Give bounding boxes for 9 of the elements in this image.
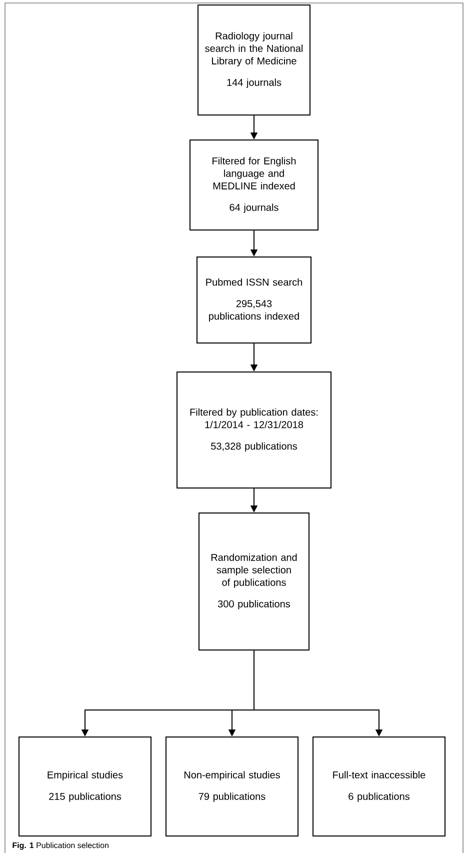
process-box: Radiology journal search in the National Library of Medicine 144 journals (198, 4, 310, 116)
process-box: Non-empirical studies 79 publications (166, 736, 298, 836)
process-box: Pubmed ISSN search 295,543 publications indexed (196, 256, 312, 344)
process-box: Full-text inaccessible 6 publications (312, 736, 446, 836)
process-box: Empirical studies 215 publications (18, 736, 152, 836)
process-box: Randomization and sample selection of publications 300 publications (198, 512, 310, 650)
process-box: Filtered by publication dates: 1/1/2014 - 12/31/2018 53,328 publications (176, 372, 332, 488)
caption: Fig. 1 Publication selection (12, 842, 108, 850)
process-box: Filtered for English language and MEDLINE indexed 64 journals (190, 140, 318, 230)
